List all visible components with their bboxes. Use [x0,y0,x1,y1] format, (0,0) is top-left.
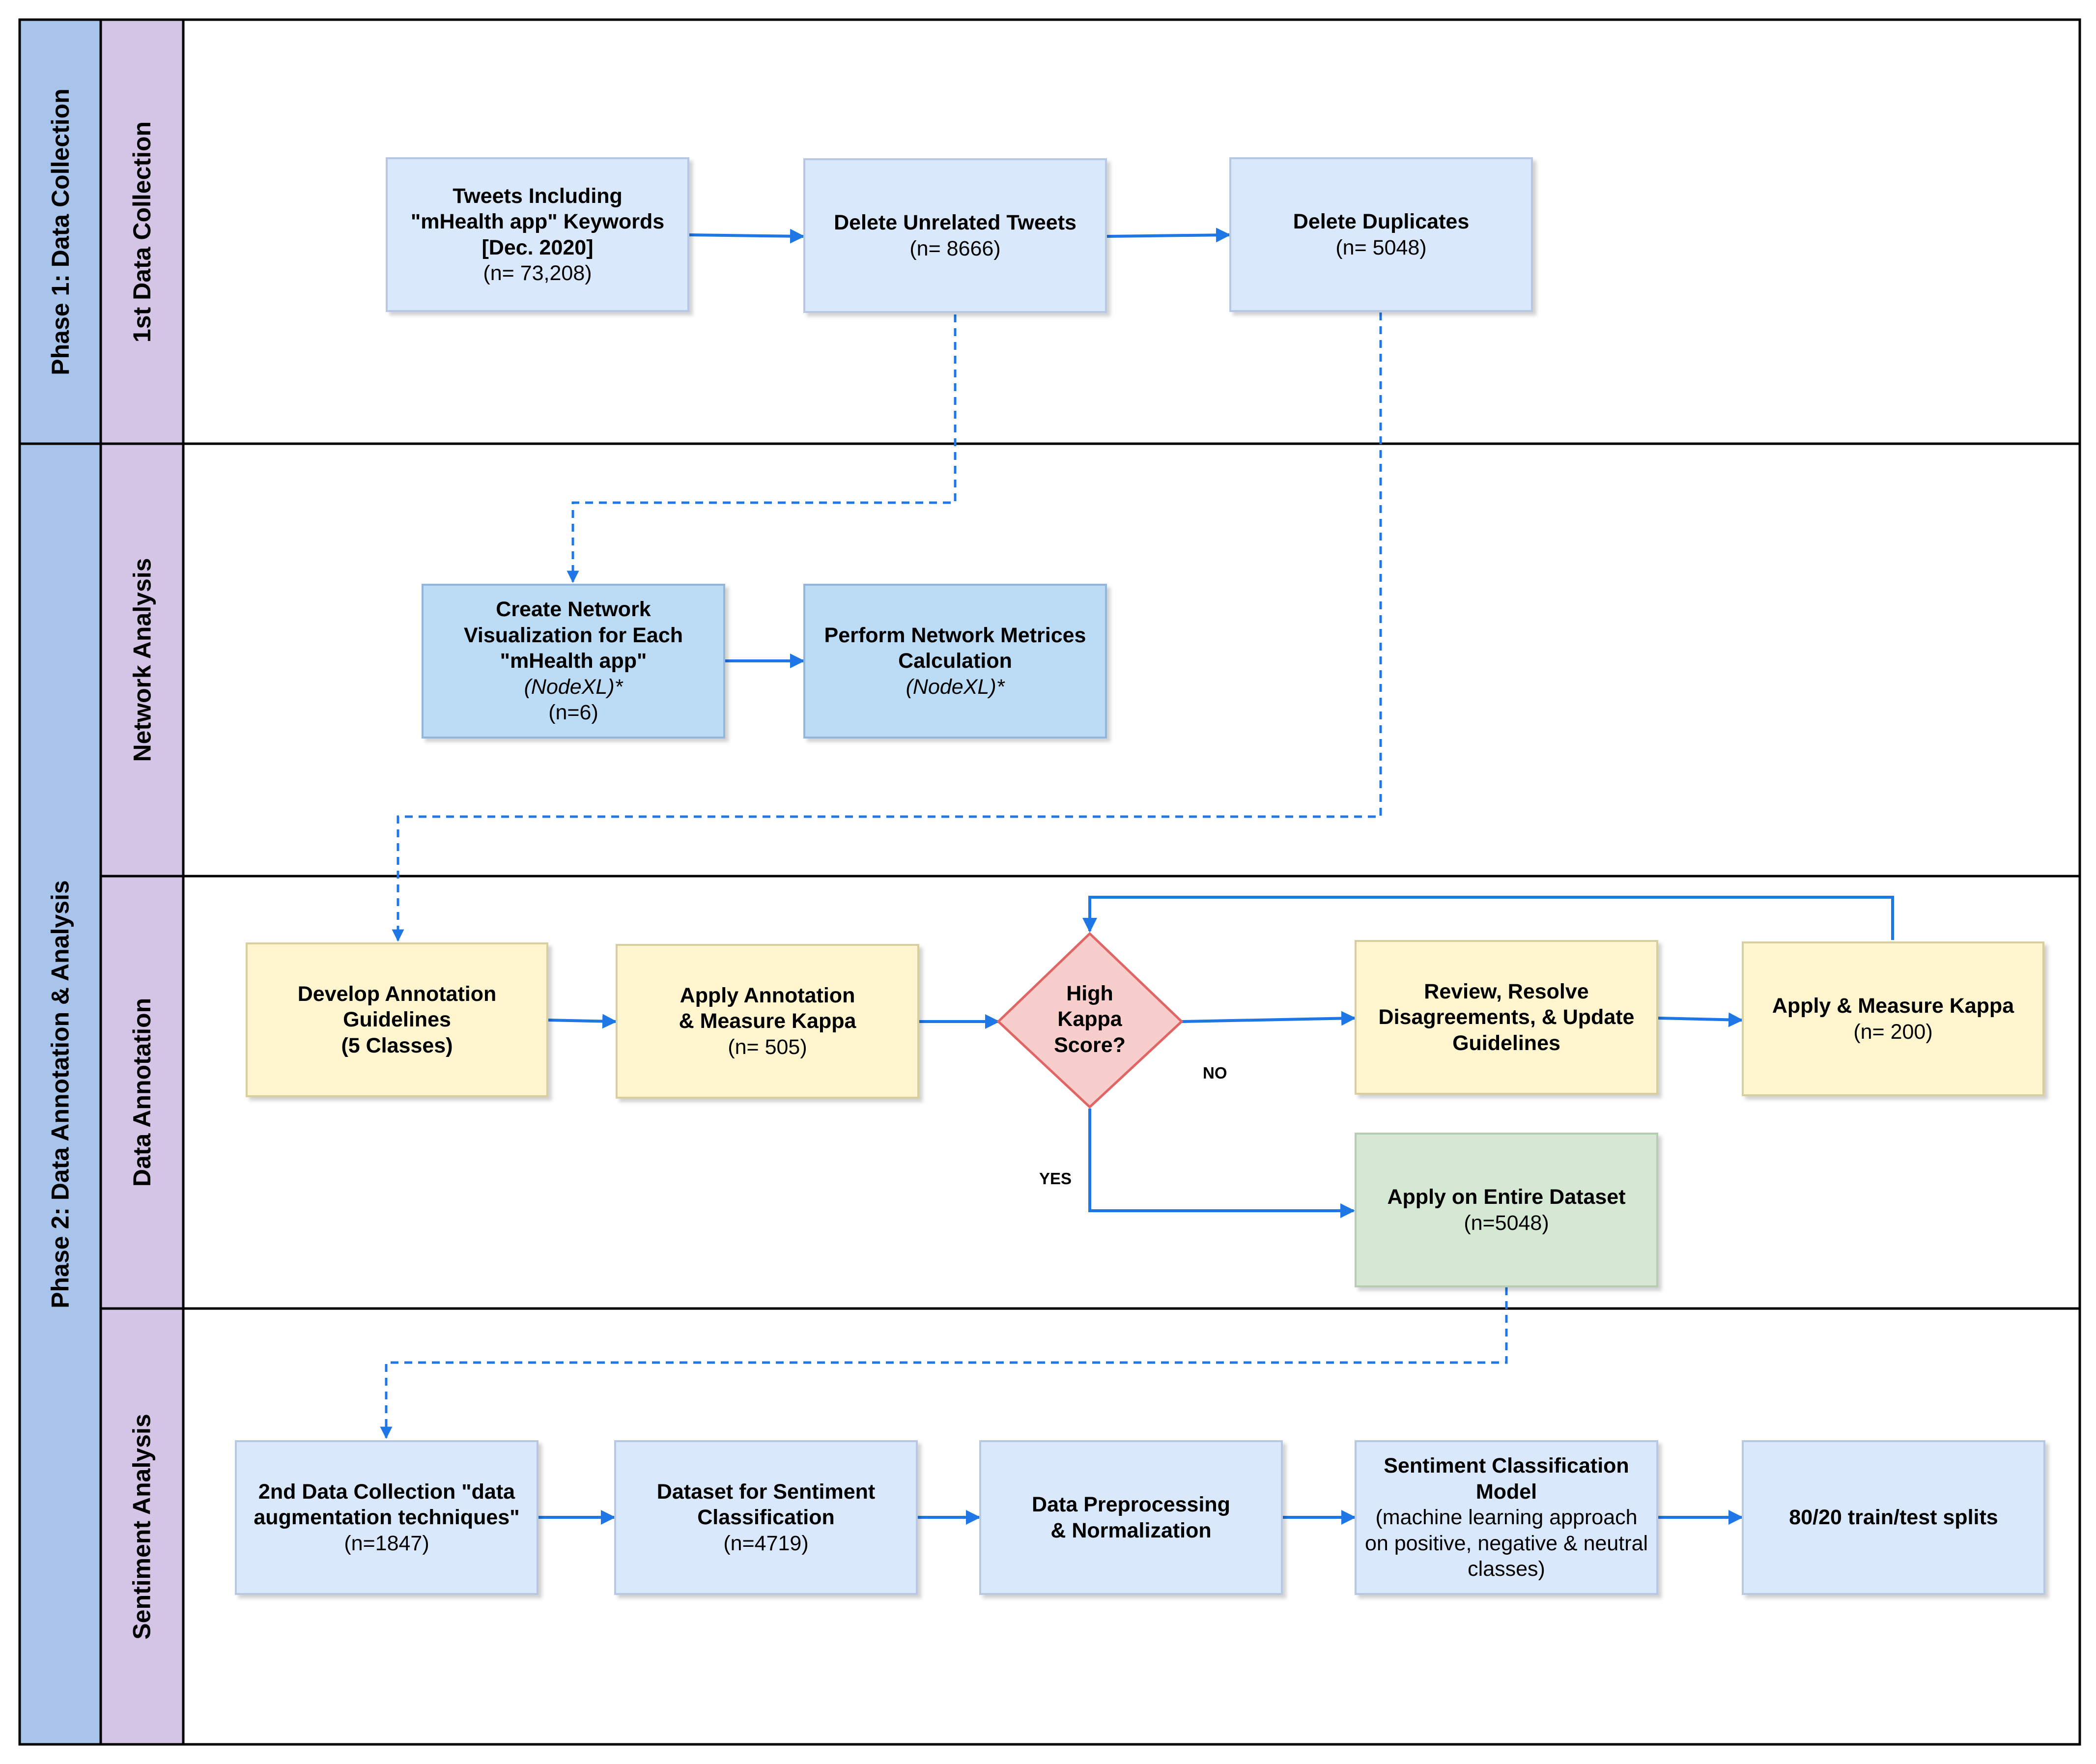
node-apply-annotation-line1: Apply Annotation [680,983,855,1007]
node-network-viz-tool: (NodeXL)* [524,675,623,699]
node-delete-duplicates-title: Delete Duplicates [1293,210,1470,234]
node-apply-measure-title: Apply & Measure Kappa [1772,994,2014,1018]
decision-label: High Kappa Score? [1032,981,1148,1058]
dashed-unrelated-to-network-viz [566,314,957,583]
node-review-line2: Disagreements, & Update [1378,1005,1635,1029]
node-tweets-count: (n= 73,208) [483,261,592,285]
node-preprocessing-line1: Data Preprocessing [1032,1493,1230,1517]
node-review-line1: Review, Resolve [1424,979,1589,1003]
node-delete-unrelated-count: (n= 8666) [909,236,1001,260]
node-classification-model-line4: on positive, negative & neutral [1364,1531,1648,1555]
lane3-label: Data Annotation [128,997,156,1187]
node-classification-model-line1: Sentiment Classification [1384,1454,1629,1478]
node-apply-entire-title: Apply on Entire Dataset [1387,1185,1626,1209]
node-second-collection-line1: 2nd Data Collection "data [258,1479,515,1504]
decision-diamond [996,932,1184,1109]
node-tweets-line2: "mHealth app" Keywords [410,210,665,234]
node-network-metrics: Perform Network Metrices Calculation (No… [803,584,1107,739]
node-preprocessing: Data Preprocessing & Normalization [979,1440,1283,1595]
node-apply-annotation-line2: & Measure Kappa [679,1009,856,1033]
node-network-viz-line2: Visualization for Each [463,623,683,647]
node-apply-entire: Apply on Entire Dataset (n=5048) [1355,1133,1658,1287]
dashed-duplicates-to-guidelines [392,313,1382,942]
node-apply-measure-count: (n= 200) [1853,1020,1933,1044]
node-splits-title: 80/20 train/test splits [1789,1506,1998,1530]
node-dataset-sentiment-line2: Classification [697,1506,835,1530]
arrow-decision-to-review [1181,1011,1356,1026]
arrow-decision-yes-to-entire [1088,1109,1355,1218]
node-review-line3: Guidelines [1452,1031,1560,1055]
node-network-metrics-tool: (NodeXL)* [906,675,1005,699]
node-apply-annotation: Apply Annotation & Measure Kappa (n= 505… [616,944,919,1099]
node-delete-unrelated-title: Delete Unrelated Tweets [834,211,1076,235]
node-apply-annotation-count: (n= 505) [728,1035,807,1059]
node-classification-model-line5: classes) [1468,1557,1545,1581]
node-tweets-line3: [Dec. 2020] [482,235,594,259]
node-delete-unrelated: Delete Unrelated Tweets (n= 8666) [803,158,1107,313]
node-network-viz-line1: Create Network [496,597,651,622]
node-delete-duplicates: Delete Duplicates (n= 5048) [1229,157,1533,312]
node-preprocessing-line2: & Normalization [1050,1518,1212,1542]
node-develop-guidelines-line2: Guidelines [343,1008,451,1032]
edge-label-no: NO [1203,1064,1227,1082]
node-review: Review, Resolve Disagreements, & Update … [1355,940,1658,1095]
arrow-tweets-to-unrelated [689,228,805,244]
node-apply-measure: Apply & Measure Kappa (n= 200) [1742,941,2044,1096]
node-develop-guidelines-line1: Develop Annotation [297,982,497,1006]
phase2-label: Phase 2: Data Annotation & Analysis [46,880,74,1309]
arrow-guidelines-to-apply [548,1014,617,1029]
lane2-label: Network Analysis [128,558,156,762]
node-network-metrics-line2: Calculation [898,649,1012,673]
lane4-label: Sentiment Analysis [128,1413,156,1640]
node-apply-entire-count: (n=5048) [1464,1211,1549,1235]
dashed-entire-to-second-collection [380,1287,1508,1439]
arrow-unrelated-to-duplicates [1106,228,1231,243]
node-network-viz-line3: "mHealth app" [500,649,647,673]
decision-line3: Score? [1054,1033,1126,1057]
phase1-band [18,18,102,445]
node-second-collection: 2nd Data Collection "data augmentation t… [235,1440,538,1595]
node-dataset-sentiment-line1: Dataset for Sentiment [656,1479,876,1504]
arrow-measure-to-decision-loop [1082,896,1894,940]
node-tweets-line1: Tweets Including [453,184,623,208]
node-classification-model: Sentiment Classification Model (machine … [1355,1440,1658,1595]
decision-line2: Kappa [1057,1007,1122,1031]
decision-line1: High [1066,982,1113,1005]
node-dataset-sentiment-count: (n=4719) [723,1531,809,1555]
lane1-label: 1st Data Collection [128,121,156,342]
node-second-collection-line2: augmentation techniques" [254,1506,520,1530]
phase2-band [18,442,102,1746]
arrow-review-to-measure [1658,1012,1743,1027]
node-network-viz: Create Network Visualization for Each "m… [422,584,725,739]
node-second-collection-count: (n=1847) [344,1531,429,1555]
node-develop-guidelines-line3: (5 Classes) [341,1033,453,1057]
node-delete-duplicates-count: (n= 5048) [1335,235,1427,259]
edge-label-yes: YES [1039,1169,1072,1188]
node-tweets: Tweets Including "mHealth app" Keywords … [386,157,689,312]
phase1-label: Phase 1: Data Collection [46,88,74,375]
node-dataset-sentiment: Dataset for Sentiment Classification (n=… [614,1440,918,1595]
node-classification-model-line3: (machine learning approach [1375,1506,1638,1530]
node-develop-guidelines: Develop Annotation Guidelines (5 Classes… [246,942,548,1097]
node-splits: 80/20 train/test splits [1742,1440,2045,1595]
node-network-metrics-line1: Perform Network Metrices [824,623,1086,647]
node-classification-model-line2: Model [1475,1479,1537,1504]
node-network-viz-count: (n=6) [548,701,598,725]
lane4-band [99,1307,185,1746]
lane1-band [99,18,185,445]
